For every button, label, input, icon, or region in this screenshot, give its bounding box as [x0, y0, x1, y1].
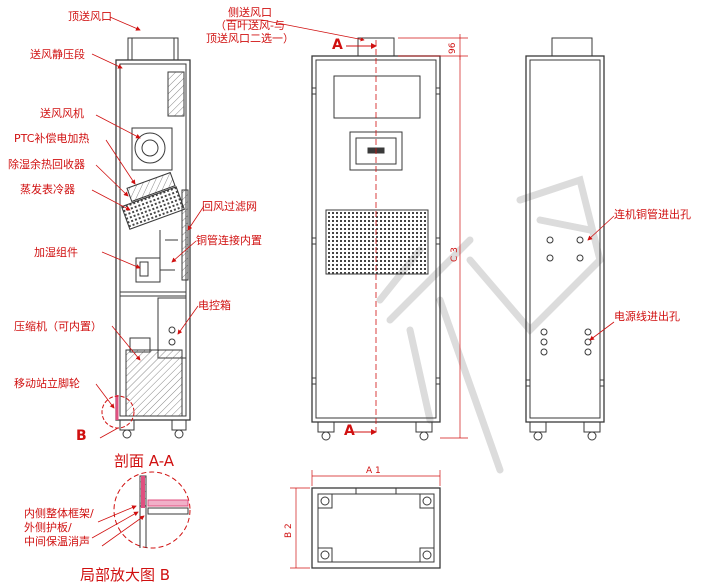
label-humidifier: 加湿组件 — [34, 246, 78, 259]
label-power-inlet: 电源线进出孔 — [614, 310, 680, 323]
label-caster: 移动站立脚轮 — [14, 377, 80, 390]
label-side-outlet-line2: （百叶送风-与 — [215, 19, 285, 32]
label-plenum: 送风静压段 — [30, 48, 85, 61]
dim-c3: C 3 — [450, 247, 460, 262]
marker-section-a-bottom: A — [344, 423, 355, 439]
label-detail-3: 中间保温消声 — [24, 535, 90, 548]
front-dimensions — [226, 19, 468, 439]
label-side-outlet: 侧送风口 （百叶送风-与 顶送风口二选一） — [200, 6, 300, 45]
label-copper-inlet: 连机铜管进出孔 — [614, 208, 691, 221]
section-leaders — [91, 16, 205, 439]
section-view — [101, 37, 191, 439]
label-detail-2: 外侧护板/ — [24, 521, 72, 534]
label-ptc: PTC补偿电加热 — [14, 132, 90, 145]
watermark — [376, 175, 604, 474]
marker-detail-b: B — [76, 428, 87, 444]
title-section: 剖面 A-A — [114, 452, 175, 470]
title-detail: 局部放大图 B — [80, 566, 171, 584]
label-side-outlet-line3: 顶送风口二选一） — [206, 32, 294, 45]
marker-section-a-top: A — [332, 37, 343, 53]
top-dimensions — [290, 470, 441, 569]
dim-96: 96 — [448, 42, 458, 54]
label-recovery: 除湿余热回收器 — [8, 158, 85, 171]
label-filter: 回风过滤网 — [202, 200, 257, 213]
label-fan: 送风风机 — [40, 107, 84, 120]
label-compressor: 压缩机（可内置） — [14, 320, 102, 333]
side-view — [525, 37, 605, 441]
detail-view — [91, 471, 191, 549]
label-control-box: 电控箱 — [198, 299, 231, 312]
label-evaporator: 蒸发表冷器 — [20, 183, 75, 196]
side-leaders — [587, 215, 615, 341]
dim-b2: B 2 — [284, 523, 294, 538]
label-copper-inner: 铜管连接内置 — [196, 234, 262, 247]
dim-a1: A 1 — [366, 466, 381, 476]
top-view — [311, 487, 441, 569]
label-top-outlet: 顶送风口 — [68, 10, 112, 23]
label-side-outlet-line1: 侧送风口 — [228, 6, 272, 19]
label-detail-1: 内侧整体框架/ — [24, 507, 94, 520]
